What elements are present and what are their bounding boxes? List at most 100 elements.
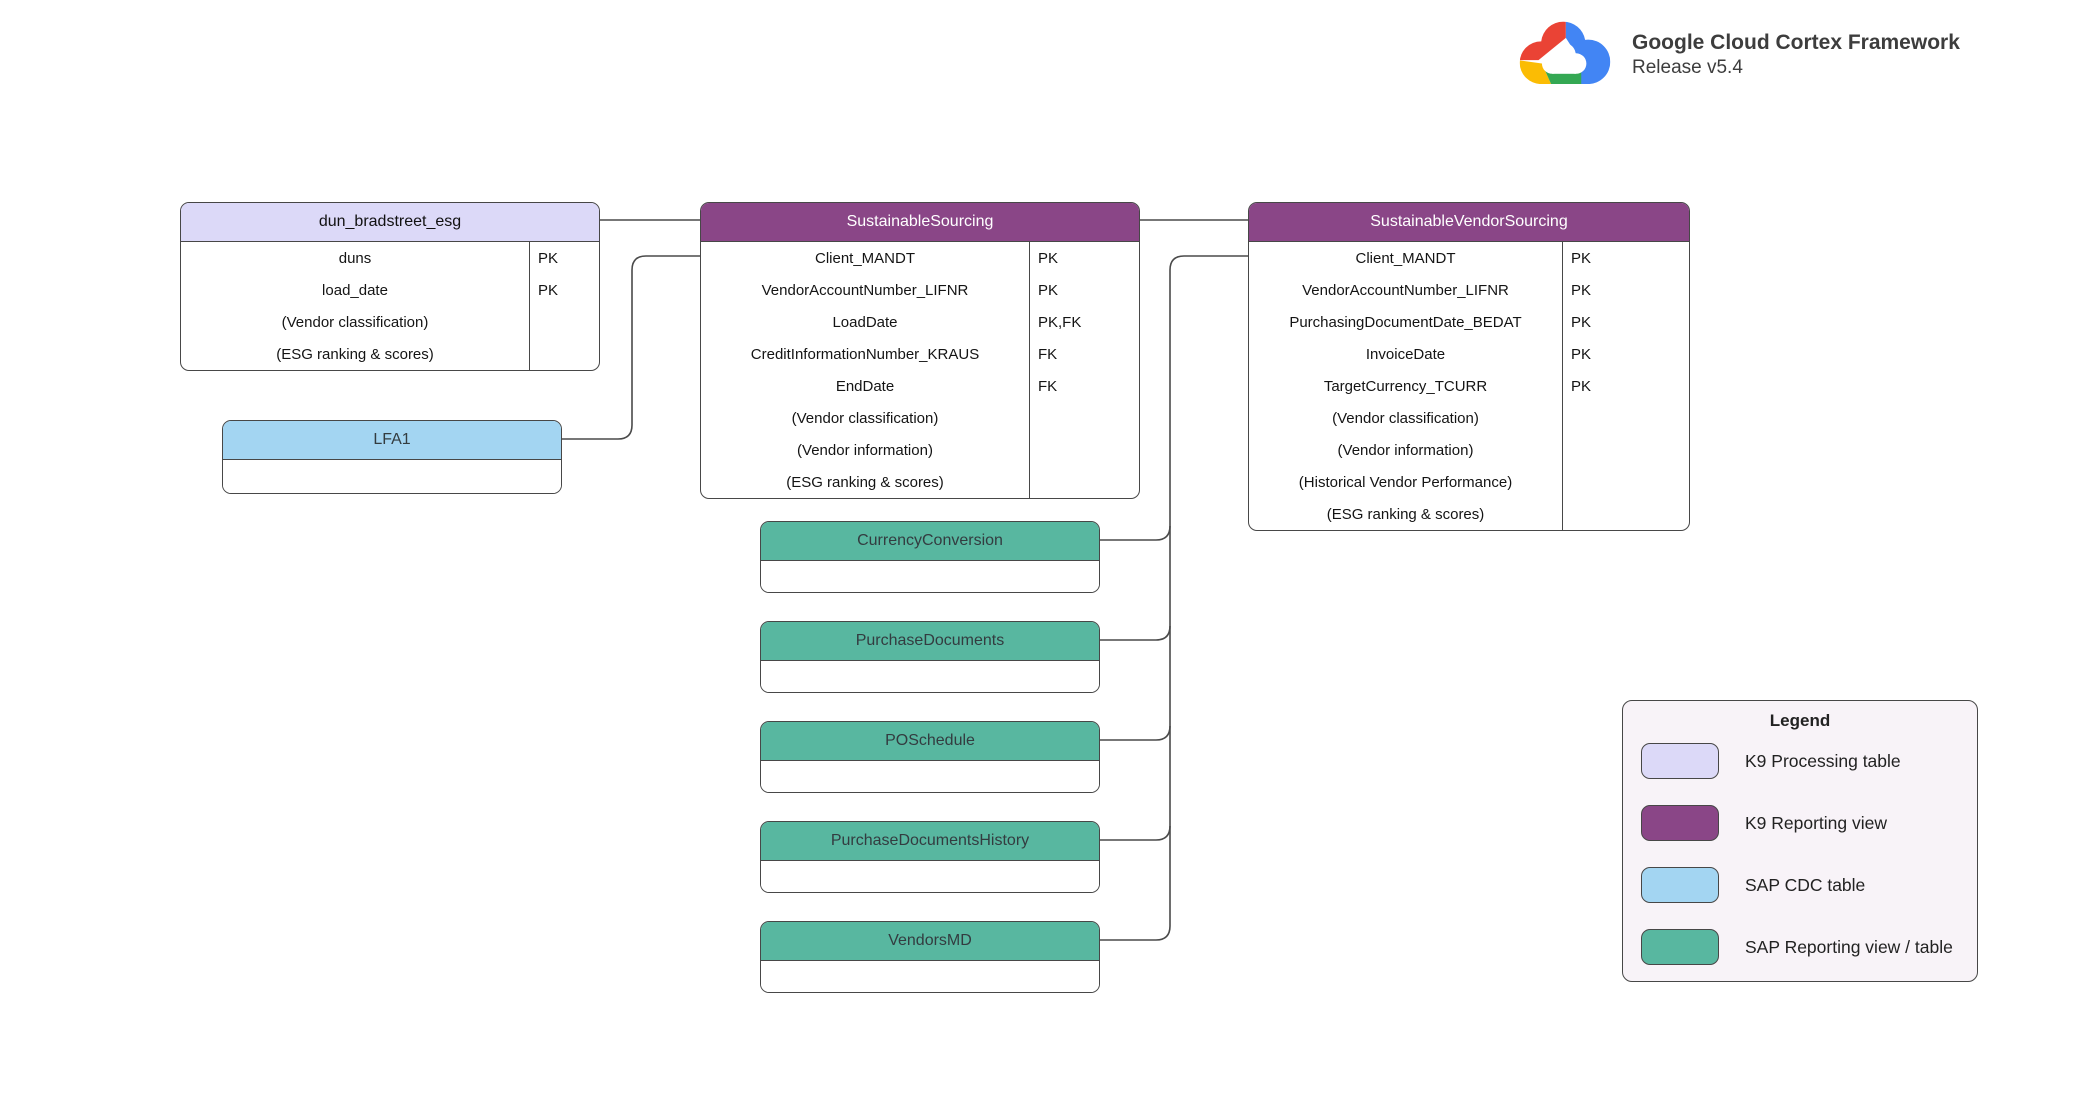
field-name: (ESG ranking & scores) xyxy=(786,473,944,491)
table-header-purchasedocuments: PurchaseDocuments xyxy=(761,622,1099,661)
brand-title: Google Cloud Cortex Framework xyxy=(1632,31,1960,54)
key-flag: PK,FK xyxy=(1029,306,1139,338)
edge-poschedule-branch xyxy=(1100,725,1171,741)
table-poschedule: POSchedule xyxy=(760,721,1100,793)
field-name: PurchasingDocumentDate_BEDAT xyxy=(1289,313,1522,331)
legend-swatch-k9-processing xyxy=(1641,743,1719,779)
legend-label: K9 Processing table xyxy=(1745,750,1901,771)
table-lfa1: LFA1 xyxy=(222,420,562,494)
edge-purchasedocumentshistory-branch xyxy=(1100,825,1171,841)
table-row: (Historical Vendor Performance) xyxy=(1249,466,1689,498)
table-purchasedocuments: PurchaseDocuments xyxy=(760,621,1100,693)
table-row: Client_MANDT PK xyxy=(701,242,1139,274)
table-empty-body xyxy=(761,661,1099,692)
field-name: EndDate xyxy=(835,377,895,395)
table-sustainablesourcing: SustainableSourcing Client_MANDT PK Vendo… xyxy=(700,202,1140,499)
table-row: (Vendor information) xyxy=(1249,434,1689,466)
table-row: VendorAccountNumber_LIFNR PK xyxy=(701,274,1139,306)
field-name: CreditInformationNumber_KRAUS xyxy=(750,345,980,363)
table-vendorsmd: VendorsMD xyxy=(760,921,1100,993)
table-row: (ESG ranking & scores) xyxy=(181,338,599,370)
edge-purchasedocuments-branch xyxy=(1100,625,1171,641)
field-name: (ESG ranking & scores) xyxy=(276,345,434,363)
table-empty-body xyxy=(761,761,1099,792)
key-flag: PK xyxy=(529,242,599,274)
key-flag: PK xyxy=(1029,274,1139,306)
key-flag xyxy=(1562,434,1689,466)
table-row: (Vendor classification) xyxy=(701,402,1139,434)
table-empty-body xyxy=(761,561,1099,592)
table-row: EndDate FK xyxy=(701,370,1139,402)
edge-currencyconversion-branch xyxy=(1100,525,1171,541)
legend-panel: Legend K9 Processing table K9 Reporting … xyxy=(1622,700,1978,982)
key-flag xyxy=(529,306,599,338)
legend-item: SAP Reporting view / table xyxy=(1641,929,1959,965)
key-flag xyxy=(1562,466,1689,498)
table-row: (ESG ranking & scores) xyxy=(1249,498,1689,530)
field-name: VendorAccountNumber_LIFNR xyxy=(761,281,969,299)
google-cloud-logo-icon xyxy=(1519,21,1611,85)
table-row: (Vendor information) xyxy=(701,434,1139,466)
legend-item: SAP CDC table xyxy=(1641,867,1959,903)
table-row: duns PK xyxy=(181,242,599,274)
table-header-purchasedocumentshistory: PurchaseDocumentsHistory xyxy=(761,822,1099,861)
table-row: PurchasingDocumentDate_BEDAT PK xyxy=(1249,306,1689,338)
key-flag: PK xyxy=(1562,242,1689,274)
key-flag: PK xyxy=(1562,274,1689,306)
key-flag: FK xyxy=(1029,370,1139,402)
table-row: Client_MANDT PK xyxy=(1249,242,1689,274)
table-purchasedocumentshistory: PurchaseDocumentsHistory xyxy=(760,821,1100,893)
table-header-dun-bradstreet-esg: dun_bradstreet_esg xyxy=(181,203,599,242)
key-flag: FK xyxy=(1029,338,1139,370)
table-header-poschedule: POSchedule xyxy=(761,722,1099,761)
field-name: Client_MANDT xyxy=(1355,249,1456,267)
field-name: (Vendor information) xyxy=(797,441,933,459)
table-row: (ESG ranking & scores) xyxy=(701,466,1139,498)
table-header-sustainablevendorsourcing: SustainableVendorSourcing xyxy=(1249,203,1689,242)
legend-item: K9 Reporting view xyxy=(1641,805,1959,841)
key-flag: PK xyxy=(1562,338,1689,370)
field-name: VendorAccountNumber_LIFNR xyxy=(1302,281,1509,299)
field-name: (Vendor classification) xyxy=(791,409,939,427)
field-name: (Vendor classification) xyxy=(281,313,429,331)
brand-header: Google Cloud Cortex Framework Release v5… xyxy=(1518,8,1960,102)
legend-label: SAP CDC table xyxy=(1745,874,1866,895)
table-row: (Vendor classification) xyxy=(1249,402,1689,434)
key-flag: PK xyxy=(1029,242,1139,274)
key-flag xyxy=(529,338,599,370)
table-empty-body xyxy=(761,861,1099,892)
key-flag: PK xyxy=(1562,306,1689,338)
key-flag xyxy=(1029,466,1139,498)
key-flag xyxy=(1562,402,1689,434)
brand-release-version: Release v5.4 xyxy=(1632,57,1743,79)
table-row: load_date PK xyxy=(181,274,599,306)
legend-label: K9 Reporting view xyxy=(1745,812,1888,833)
field-name: duns xyxy=(338,249,372,267)
table-empty-body xyxy=(761,961,1099,992)
field-name: load_date xyxy=(322,281,388,299)
field-name: (Vendor information) xyxy=(1337,441,1474,459)
legend-swatch-sap-cdc xyxy=(1641,867,1719,903)
field-name: (Historical Vendor Performance) xyxy=(1298,473,1513,491)
table-row: VendorAccountNumber_LIFNR PK xyxy=(1249,274,1689,306)
field-name: (ESG ranking & scores) xyxy=(1326,505,1485,523)
legend-swatch-k9-reporting xyxy=(1641,805,1719,841)
table-header-currencyconversion: CurrencyConversion xyxy=(761,522,1099,561)
table-currencyconversion: CurrencyConversion xyxy=(760,521,1100,593)
table-row: CreditInformationNumber_KRAUS FK xyxy=(701,338,1139,370)
table-header-vendorsmd: VendorsMD xyxy=(761,922,1099,961)
legend-title: Legend xyxy=(1769,711,1831,730)
field-name: TargetCurrency_TCURR xyxy=(1323,377,1488,395)
table-empty-body xyxy=(223,460,561,493)
table-row: (Vendor classification) xyxy=(181,306,599,338)
table-header-sustainablesourcing: SustainableSourcing xyxy=(701,203,1139,242)
key-flag: PK xyxy=(529,274,599,306)
key-flag xyxy=(1029,434,1139,466)
key-flag xyxy=(1562,498,1689,530)
table-header-lfa1: LFA1 xyxy=(223,421,561,460)
field-name: Client_MANDT xyxy=(814,249,916,267)
